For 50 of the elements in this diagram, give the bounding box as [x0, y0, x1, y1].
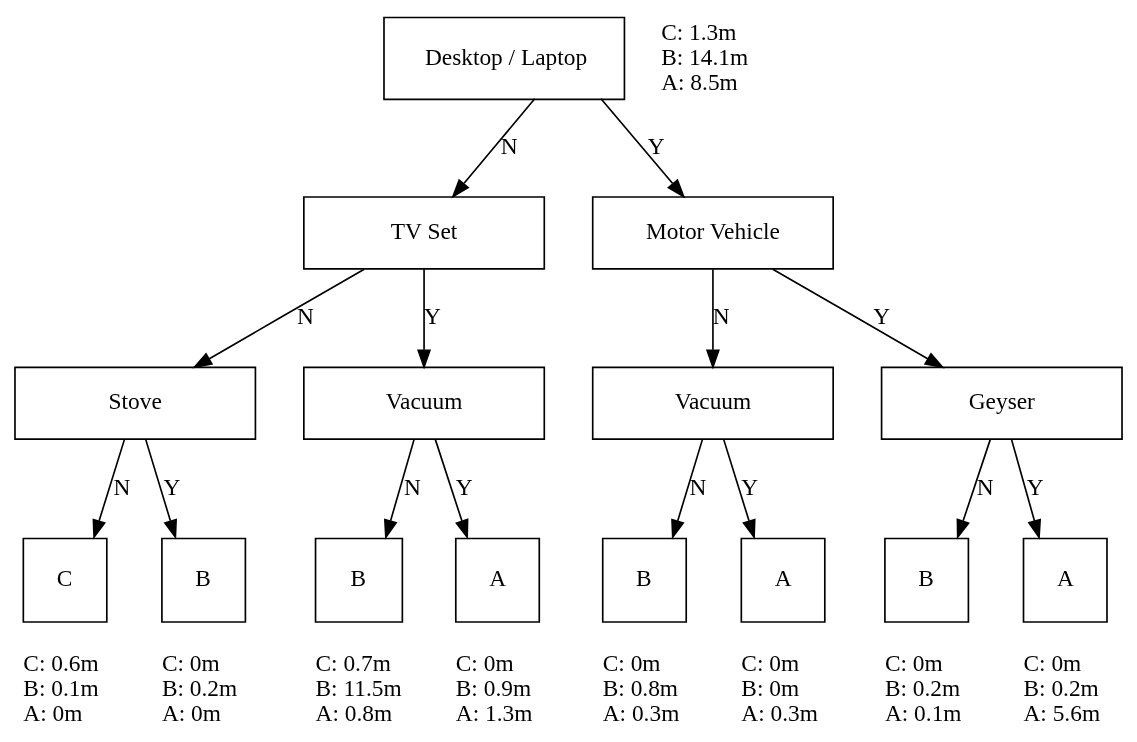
edge-label: Y [455, 473, 473, 500]
arrow [417, 267, 432, 370]
arrow [1010, 437, 1042, 540]
node-box: TV Set [303, 195, 546, 270]
node-label: C: 0m B: 0.9m A: 1.3m [455, 649, 533, 726]
node-box: A [1022, 537, 1108, 623]
node-label: C: 0m B: 0.2m A: 0.1m [884, 649, 962, 726]
edge-label: N [113, 473, 131, 500]
node-box: Stove [14, 366, 257, 440]
node-label: C: 0m B: 0.2m A: 0m [161, 649, 238, 726]
edge-label: Y [741, 473, 759, 500]
edge-label: Y [163, 473, 181, 500]
arrow [771, 267, 945, 369]
node-box: Desktop / Laptop [383, 16, 626, 100]
arrow [671, 437, 704, 540]
node-box: Geyser [880, 366, 1123, 440]
node-label: C: 0m B: 0.2m A: 5.6m [1023, 649, 1101, 726]
node-label: C: 0m B: 0m A: 0.3m [741, 649, 818, 726]
edge-label: Y [647, 132, 665, 159]
arrow [144, 437, 177, 540]
arrow [956, 437, 992, 540]
arrow [451, 97, 536, 199]
arrow [383, 437, 415, 540]
node-box: B [314, 537, 404, 623]
node-box: C [22, 537, 108, 623]
node-label: C: 0.7m B: 11.5m A: 0.8m [315, 649, 402, 726]
node-box: B [161, 537, 247, 623]
edge-label: N [500, 132, 518, 159]
node-box: Vacuum [303, 366, 546, 440]
edge-label: N [297, 302, 314, 329]
node-label: C: 0.6m B: 0.1m A: 0m [23, 649, 99, 726]
edge-label: N [689, 473, 707, 500]
arrow [722, 437, 756, 540]
edge-label: Y [873, 302, 891, 329]
arrow [600, 97, 686, 199]
arrow [434, 437, 469, 540]
arrow [192, 267, 366, 369]
edge-label: N [976, 473, 994, 500]
node-box: Vacuum [591, 366, 834, 440]
node-box: B [884, 537, 970, 623]
arrow [705, 267, 720, 370]
node-box: B [601, 537, 688, 623]
node-label: C: 1.3m B: 14.1m A: 8.5m [661, 18, 749, 95]
edge-label: N [403, 473, 421, 500]
node-box: A [740, 537, 826, 623]
node-box: A [454, 537, 541, 623]
edge-label: Y [1026, 473, 1044, 500]
node-box: Motor Vehicle [591, 195, 834, 270]
arrow [92, 437, 126, 540]
node-label: C: 0m B: 0.8m A: 0.3m [602, 649, 680, 726]
